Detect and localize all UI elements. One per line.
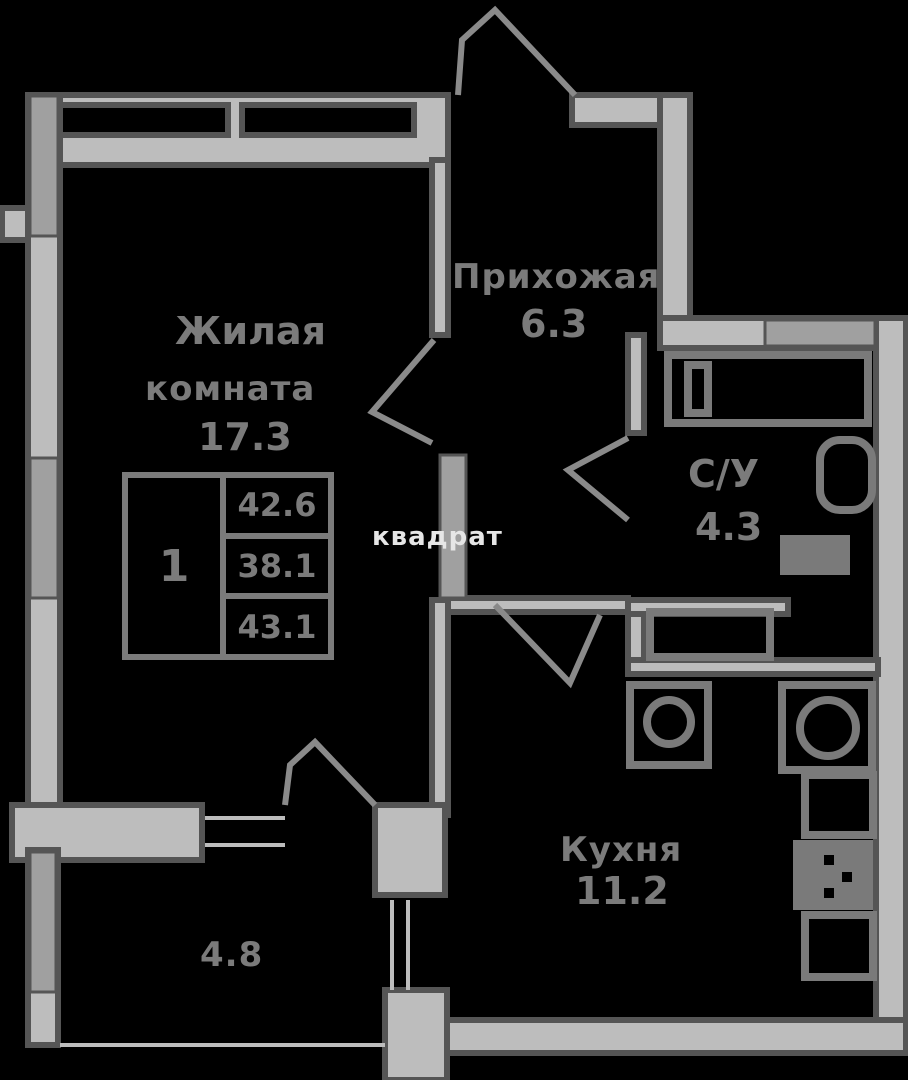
- bathroom-area: 4.3: [695, 505, 763, 549]
- living-room-type: комната: [145, 369, 316, 409]
- balcony-area: 4.8: [200, 935, 264, 975]
- bathroom-name: С/У: [688, 452, 760, 496]
- kitchen-area: 11.2: [575, 869, 669, 913]
- hall-area: 6.3: [520, 302, 588, 346]
- windows: [28, 94, 877, 1047]
- total-with-balcony-value: 43.1: [237, 607, 317, 646]
- kitchen-sink-icon: [778, 681, 876, 774]
- door-swings: [282, 5, 630, 808]
- living-area-value: 42.6: [226, 478, 328, 539]
- bath-shelf: [646, 608, 774, 661]
- exterior-walls: [0, 92, 908, 1080]
- stove-icon: [793, 840, 873, 910]
- rooms-count: 1: [128, 478, 226, 654]
- washbasin-icon: [816, 436, 876, 514]
- counter: [801, 771, 877, 981]
- bathtub-icon: [664, 351, 872, 427]
- living-room-area: 17.3: [198, 415, 292, 459]
- washing-machine-icon: [626, 681, 712, 769]
- kitchen-name: Кухня: [560, 830, 683, 870]
- living-room-name: Жилая: [175, 309, 327, 353]
- toilet-icon: [780, 535, 850, 575]
- watermark: квадрат: [372, 522, 503, 552]
- area-summary-box: 1 42.6 38.1 43.1: [122, 472, 334, 660]
- hall-name: Прихожая: [452, 257, 661, 297]
- total-area-value: 38.1: [226, 539, 328, 600]
